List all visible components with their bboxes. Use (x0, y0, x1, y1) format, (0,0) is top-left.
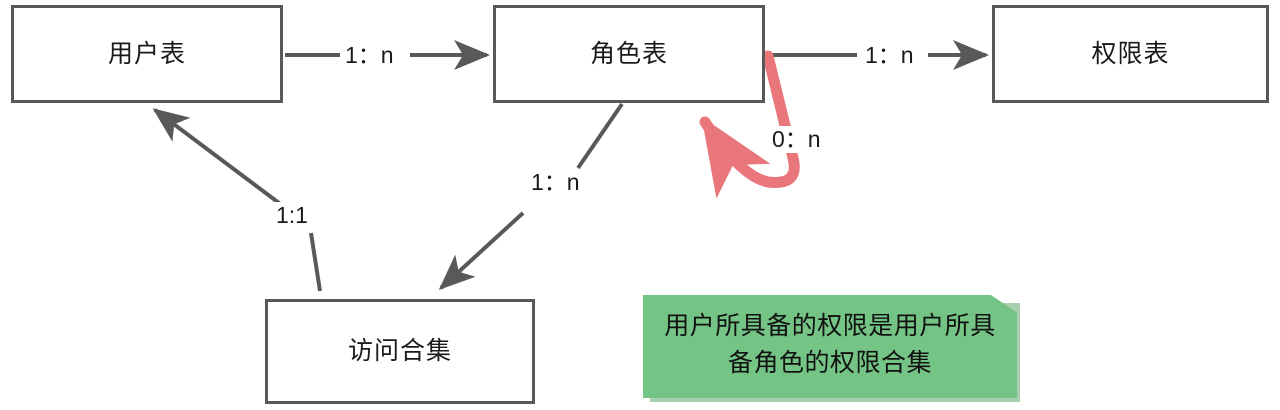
edge-label-role-to-access: 1：n (527, 169, 584, 196)
entity-access-collection[interactable]: 访问合集 (265, 299, 535, 404)
edge-access-to-user (152, 108, 322, 292)
permission-note: 用户所具备的权限是用户所具 备角色的权限合集 (643, 295, 1017, 398)
entity-permission-table[interactable]: 权限表 (992, 5, 1269, 103)
edge-label-role-self-loop: 0：n (768, 126, 825, 153)
entity-permission-table-label: 权限表 (1091, 39, 1170, 68)
entity-role-table-label: 角色表 (589, 39, 668, 68)
entity-user-table[interactable]: 用户表 (11, 5, 283, 103)
note-line-1: 用户所具备的权限是用户所具 (664, 312, 996, 341)
entity-user-table-label: 用户表 (107, 39, 186, 68)
edge-role-to-access (438, 102, 624, 291)
edge-role-self-loop (699, 50, 800, 199)
edge-label-role-to-permission: 1：n (861, 42, 918, 69)
entity-role-table[interactable]: 角色表 (493, 5, 765, 103)
edge-label-user-to-role: 1：n (341, 42, 398, 69)
entity-access-collection-label: 访问合集 (347, 337, 452, 365)
note-line-2: 备角色的权限合集 (727, 348, 932, 377)
edge-label-access-to-user: 1:1 (272, 202, 312, 229)
